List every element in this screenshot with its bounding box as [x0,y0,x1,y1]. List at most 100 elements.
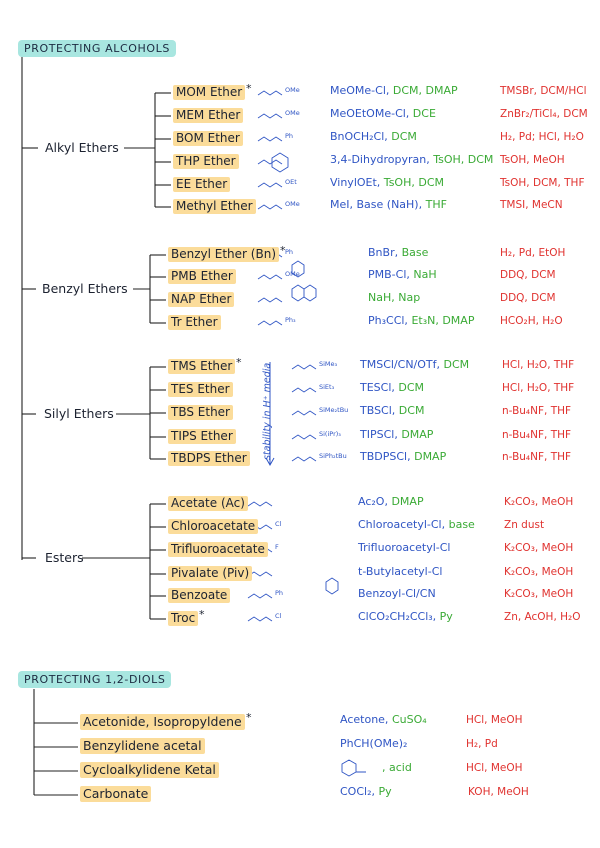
reagent-tbdps-ether-part-0: TBDPSCl, [360,450,415,463]
struct-acetate-ac [247,501,273,507]
struct-ee-ether [257,182,283,188]
item-tr-ether: Tr Ether [168,315,221,330]
struct-nap-ether [257,297,283,303]
reagent-bom-ether-part-1: DCM [391,130,417,143]
diol-item-carbonate: Carbonate [80,786,152,802]
reagent-tms-ether-part-0: TMSCl/CN/OTf, [360,358,444,371]
deprotect-methyl-ether: TMSI, MeCN [500,199,563,211]
reagent-pmb-ether-part-0: PMB-Cl, [368,268,414,281]
deprotect-chloroacetate: Zn dust [504,519,545,531]
struct-tr-ether [257,320,283,326]
struct-label-methyl-ether: OMe [285,200,300,208]
reagent-pivalate-piv-part-0: t-Butylacetyl-Cl [358,565,443,578]
deprotect-mom-ether: TMSBr, DCM/HCl [500,85,587,97]
deprotect-pmb-ether: DDQ, DCM [500,269,556,281]
struct-mem-ether [257,113,283,119]
stability-label: stability in H⁺ media [262,362,273,460]
deprotect-tr-ether: HCO₂H, H₂O [500,315,563,327]
reagent-tbs-ether-part-0: TBSCl, [360,404,399,417]
reagent-pmb-ether: PMB-Cl, NaH [368,268,437,281]
reagent-acetate-ac-part-0: Ac₂O, [358,495,392,508]
diol-reagent-acetonide-isopropyldene: Acetone, CuSO₄ [340,713,427,726]
diol-deprotect-acetonide-isopropyldene: HCl, MeOH [466,714,523,726]
diol-item-cycloalkylidene-ketal: Cycloalkylidene Ketal [80,762,219,778]
reagent-troc-part-1: Py [439,610,453,623]
reagent-tes-ether-part-1: DCM [398,381,425,394]
diol-deprotect-cycloalkylidene-ketal: HCl, MeOH [466,762,523,774]
item-pivalate-piv: Pivalate (Piv) [168,566,253,581]
struct-troc [247,616,273,622]
struct-bom-ether [257,136,283,142]
struct-label-trifluoroacetate: F [275,543,279,551]
stability-arrow [265,362,275,467]
reagent-nap-ether-part-0: NaH, Nap [368,291,421,304]
deprotect-ee-ether: TsOH, DCM, THF [500,177,585,189]
struct-mom-ether [257,90,283,96]
diol-item-acetonide-isopropyldene-star: * [246,711,252,724]
reagent-tbdps-ether: TBDPSCl, DMAP [360,450,446,463]
reagent-trifluoroacetate-part-0: Trifluoroacetyl-Cl [358,541,451,554]
struct-thp-ring [271,152,289,173]
deprotect-benzoate: K₂CO₃, MeOH [504,588,574,600]
reagent-mem-ether-part-1: DCE [412,107,436,120]
item-mom-ether-star: * [246,82,252,95]
reagent-methyl-ether-part-0: MeI, Base (NaH), [330,198,426,211]
diol-reagent-carbonate-part-1: Py [378,785,392,798]
deprotect-tips-ether: n-Bu₄NF, THF [502,429,572,441]
struct-tbs-ether [291,410,317,416]
diol-reagent-cycloalkylidene-ketal: , acid [382,761,412,774]
reagent-tips-ether: TIPSCl, DMAP [360,428,433,441]
diol-reagent-cycloalkylidene-ketal-part-0: , acid [382,761,412,774]
struct-label-tr-ether: Ph₃ [285,316,296,324]
reagent-troc-part-0: ClCO₂CH₂CCl₃, [358,610,440,623]
diol-deprotect-benzylidene-acetal: H₂, Pd [466,738,498,750]
item-tips-ether: TIPS Ether [168,429,236,444]
reagent-benzyl-ether-bn: BnBr, Base [368,246,428,259]
struct-tbdps-ether [291,456,317,462]
reagent-methyl-ether: MeI, Base (NaH), THF [330,198,447,211]
reagent-acetate-ac: Ac₂O, DMAP [358,495,424,508]
struct-cyclohexanone [341,759,366,777]
deprotect-tbs-ether: n-Bu₄NF, THF [502,405,572,417]
reagent-bom-ether: BnOCH₂Cl, DCM [330,130,417,143]
diol-reagent-benzylidene-acetal-part-0: PhCH(OMe)₂ [340,737,408,750]
diol-reagent-carbonate-part-0: COCl₂, [340,785,379,798]
deprotect-troc: Zn, AcOH, H₂O [504,611,581,623]
reagent-tr-ether-part-0: Ph₃CCl, [368,314,412,327]
reagent-benzoate: Benzoyl-Cl/CN [358,587,436,600]
reagent-benzyl-ether-bn-part-0: BnBr, [368,246,402,259]
deprotect-trifluoroacetate: K₂CO₃, MeOH [504,542,574,554]
item-nap-ether: NAP Ether [168,292,235,307]
struct-benzoate-ring [325,577,339,595]
struct-label-pmb-ether: OMe [285,270,300,278]
item-chloroacetate: Chloroacetate [168,519,259,534]
item-benzyl-ether-bn: Benzyl Ether (Bn) [168,247,279,262]
deprotect-nap-ether: DDQ, DCM [500,292,556,304]
struct-label-tms-ether: SiMe₃ [319,360,338,368]
deprotect-thp-ether: TsOH, MeOH [500,154,565,166]
struct-label-tes-ether: SiEt₃ [319,383,335,391]
struct-pmb-ether [257,274,283,280]
reagent-mom-ether-part-1: DCM, DMAP [392,84,458,97]
reagent-tbdps-ether-part-1: DMAP [414,450,447,463]
reagent-chloroacetate-part-0: Chloroacetyl-Cl, [358,518,449,531]
reagent-tes-ether: TESCl, DCM [360,381,424,394]
item-pmb-ether: PMB Ether [168,269,236,284]
reagent-benzoate-part-0: Benzoyl-Cl/CN [358,587,436,600]
deprotect-mem-ether: ZnBr₂/TiCl₄, DCM [500,108,588,120]
reagent-acetate-ac-part-1: DMAP [391,495,424,508]
struct-label-tbdps-ether: SiPh₂tBu [319,452,347,460]
deprotect-tms-ether: HCl, H₂O, THF [502,359,575,371]
deprotect-acetate-ac: K₂CO₃, MeOH [504,496,574,508]
item-bom-ether: BOM Ether [173,131,243,146]
struct-tes-ether [291,387,317,393]
reagent-mem-ether: MeOEtOMe-Cl, DCE [330,107,436,120]
struct-label-benzyl-ether-bn: Ph [285,248,293,256]
struct-tips-ether [291,434,317,440]
group-alkyl-ethers: Alkyl Ethers [45,140,119,155]
item-tbdps-ether: TBDPS Ether [168,451,250,466]
reagent-trifluoroacetate: Trifluoroacetyl-Cl [358,541,450,554]
struct-label-mem-ether: OMe [285,109,300,117]
diol-reagent-benzylidene-acetal: PhCH(OMe)₂ [340,737,407,750]
